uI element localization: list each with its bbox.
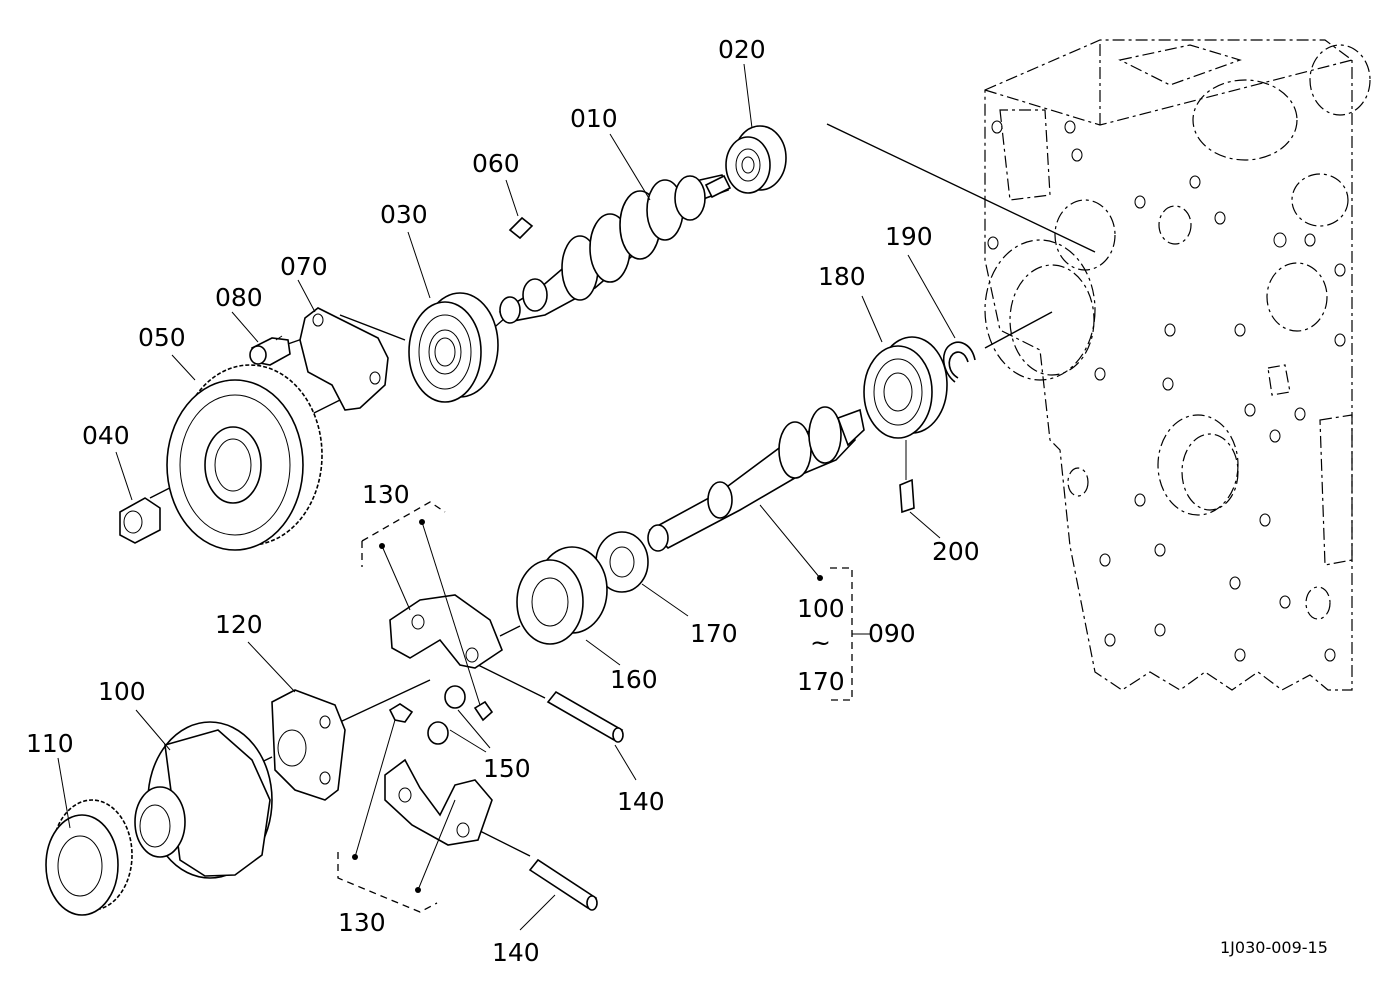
part-labels: 020 010 060 030 070 080 050 040 190 180 … bbox=[26, 35, 1328, 967]
label-090: 090 bbox=[868, 619, 916, 648]
label-140-upper: 140 bbox=[617, 787, 665, 816]
circlip-190 bbox=[942, 341, 976, 383]
label-190: 190 bbox=[885, 222, 933, 251]
governor-gear-110 bbox=[45, 799, 133, 916]
label-180: 180 bbox=[818, 262, 866, 291]
cam-gear-050 bbox=[166, 364, 323, 551]
ball-bearing-030 bbox=[408, 292, 499, 403]
label-200: 200 bbox=[932, 537, 980, 566]
label-150: 150 bbox=[483, 754, 531, 783]
nut-040 bbox=[119, 497, 161, 544]
governor-gear-100 bbox=[134, 721, 273, 879]
screw-080 bbox=[249, 335, 291, 366]
label-030: 030 bbox=[380, 200, 428, 229]
label-120: 120 bbox=[215, 610, 263, 639]
label-070: 070 bbox=[280, 252, 328, 281]
governor-weight-130-upper bbox=[389, 594, 503, 669]
label-110: 110 bbox=[26, 729, 74, 758]
group-bracket-130-lower bbox=[337, 719, 456, 913]
pin-140-lower bbox=[528, 858, 598, 911]
label-080: 080 bbox=[215, 283, 263, 312]
pin-140-upper bbox=[546, 690, 624, 743]
governor-weight-130-lower bbox=[384, 758, 493, 846]
label-100: 100 bbox=[98, 677, 146, 706]
ball-bearing-180 bbox=[863, 336, 948, 439]
document-id: 1J030-009-15 bbox=[1220, 938, 1328, 957]
label-130-lower: 130 bbox=[338, 908, 386, 937]
label-050: 050 bbox=[138, 323, 186, 352]
label-020: 020 bbox=[718, 35, 766, 64]
ball-bearing-020 bbox=[725, 125, 787, 194]
camshaft-010 bbox=[498, 174, 732, 324]
label-040: 040 bbox=[82, 421, 130, 450]
gear-case-housing bbox=[984, 39, 1371, 691]
set-screw-200 bbox=[899, 440, 915, 514]
group-bracket-130-upper bbox=[361, 501, 481, 706]
collar-150 bbox=[388, 685, 494, 745]
label-range-to: 170 bbox=[797, 667, 845, 696]
label-160: 160 bbox=[610, 665, 658, 694]
leader-lines bbox=[57, 63, 956, 931]
key-060 bbox=[508, 216, 534, 240]
label-range-from: 100 bbox=[797, 594, 845, 623]
label-170: 170 bbox=[690, 619, 738, 648]
governor-sleeve-160 bbox=[516, 546, 608, 645]
label-range-tilde: ~ bbox=[810, 628, 831, 657]
governor-holder-120 bbox=[271, 689, 346, 801]
stopper-plate-070 bbox=[299, 307, 389, 411]
governor-shaft-090 bbox=[647, 406, 865, 552]
label-130-upper: 130 bbox=[362, 480, 410, 509]
label-010: 010 bbox=[570, 104, 618, 133]
label-140-lower: 140 bbox=[492, 938, 540, 967]
label-060: 060 bbox=[472, 149, 520, 178]
